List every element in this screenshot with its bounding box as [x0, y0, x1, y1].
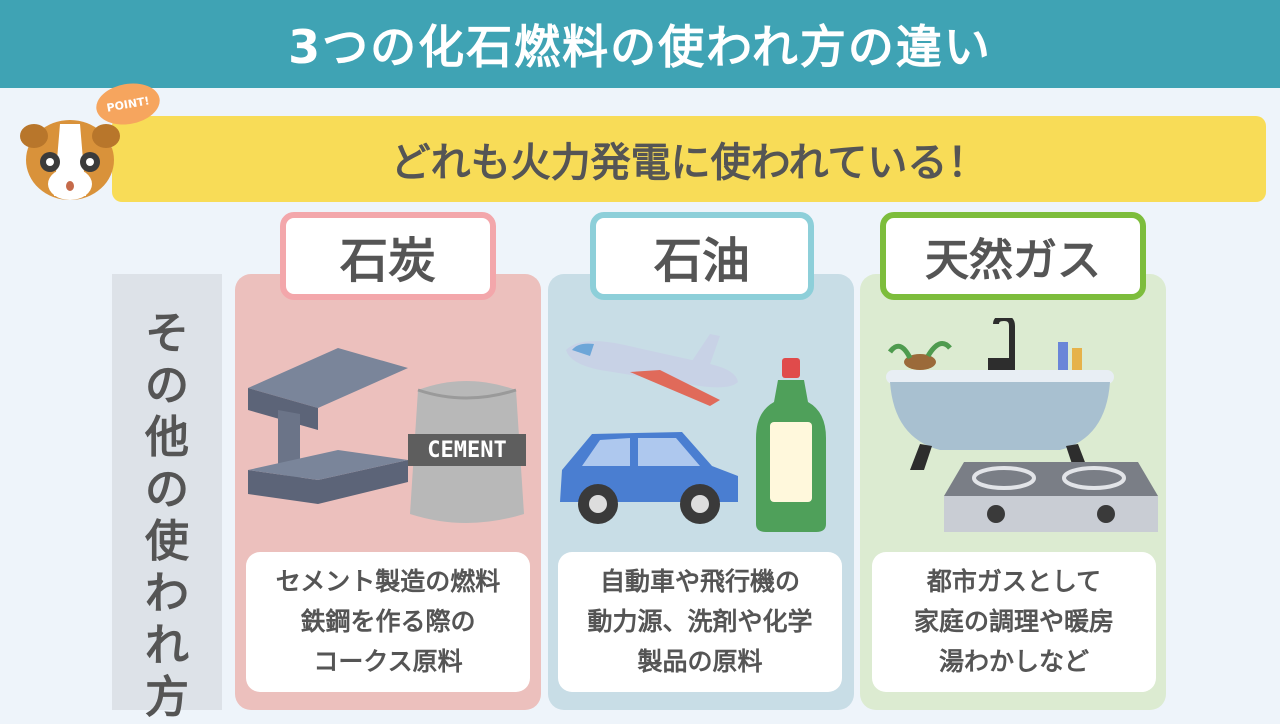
desc-line: 自動車や飛行機の: [599, 567, 800, 596]
detergent-bottle-icon: [756, 358, 826, 532]
gas-title: 天然ガス: [880, 212, 1146, 300]
side-char: そ: [145, 308, 189, 359]
oil-title: 石油: [590, 212, 814, 300]
desc-line: 製品の原料: [637, 647, 763, 676]
cement-bag-icon: [408, 381, 526, 523]
desc-line: 鉄鋼を作る際の: [300, 607, 476, 636]
gas-description: 都市ガスとして 家庭の調理や暖房 湯わかしなど: [872, 552, 1156, 692]
coal-description: セメント製造の燃料 鉄鋼を作る際の コークス原料: [246, 552, 530, 692]
desc-line: 都市ガスとして: [926, 567, 1102, 596]
guinea-pig-mascot-icon: [20, 120, 120, 200]
airplane-icon: [566, 334, 738, 406]
oil-description: 自動車や飛行機の 動力源、洗剤や化学 製品の原料: [558, 552, 842, 692]
steel-beam-icon: [248, 348, 408, 504]
car-icon: [560, 432, 738, 524]
gas-stove-icon: [944, 462, 1158, 532]
cement-label: CEMENT: [427, 437, 507, 463]
desc-line: セメント製造の燃料: [275, 567, 501, 596]
bathtub-icon: [886, 318, 1114, 470]
coal-title: 石炭: [280, 212, 496, 300]
point-banner: どれも火力発電に使われている！: [112, 116, 1266, 202]
side-label: そ の 他 の 使 わ れ 方: [112, 308, 222, 724]
desc-line: 家庭の調理や暖房: [913, 607, 1114, 636]
side-char: 使: [145, 516, 189, 567]
desc-line: コークス原料: [313, 647, 463, 676]
desc-line: 動力源、洗剤や化学: [587, 607, 813, 636]
desc-line: 湯わかしなど: [938, 647, 1089, 676]
side-char: 他: [145, 412, 189, 463]
page-title: 3つの化石燃料の使われ方の違い: [0, 0, 1280, 88]
side-char: の: [145, 360, 189, 411]
side-char: 方: [145, 672, 189, 723]
side-char: れ: [145, 620, 189, 671]
side-panel: そ の 他 の 使 わ れ 方: [112, 274, 222, 723]
side-char: の: [145, 464, 189, 515]
side-char: わ: [145, 568, 189, 619]
